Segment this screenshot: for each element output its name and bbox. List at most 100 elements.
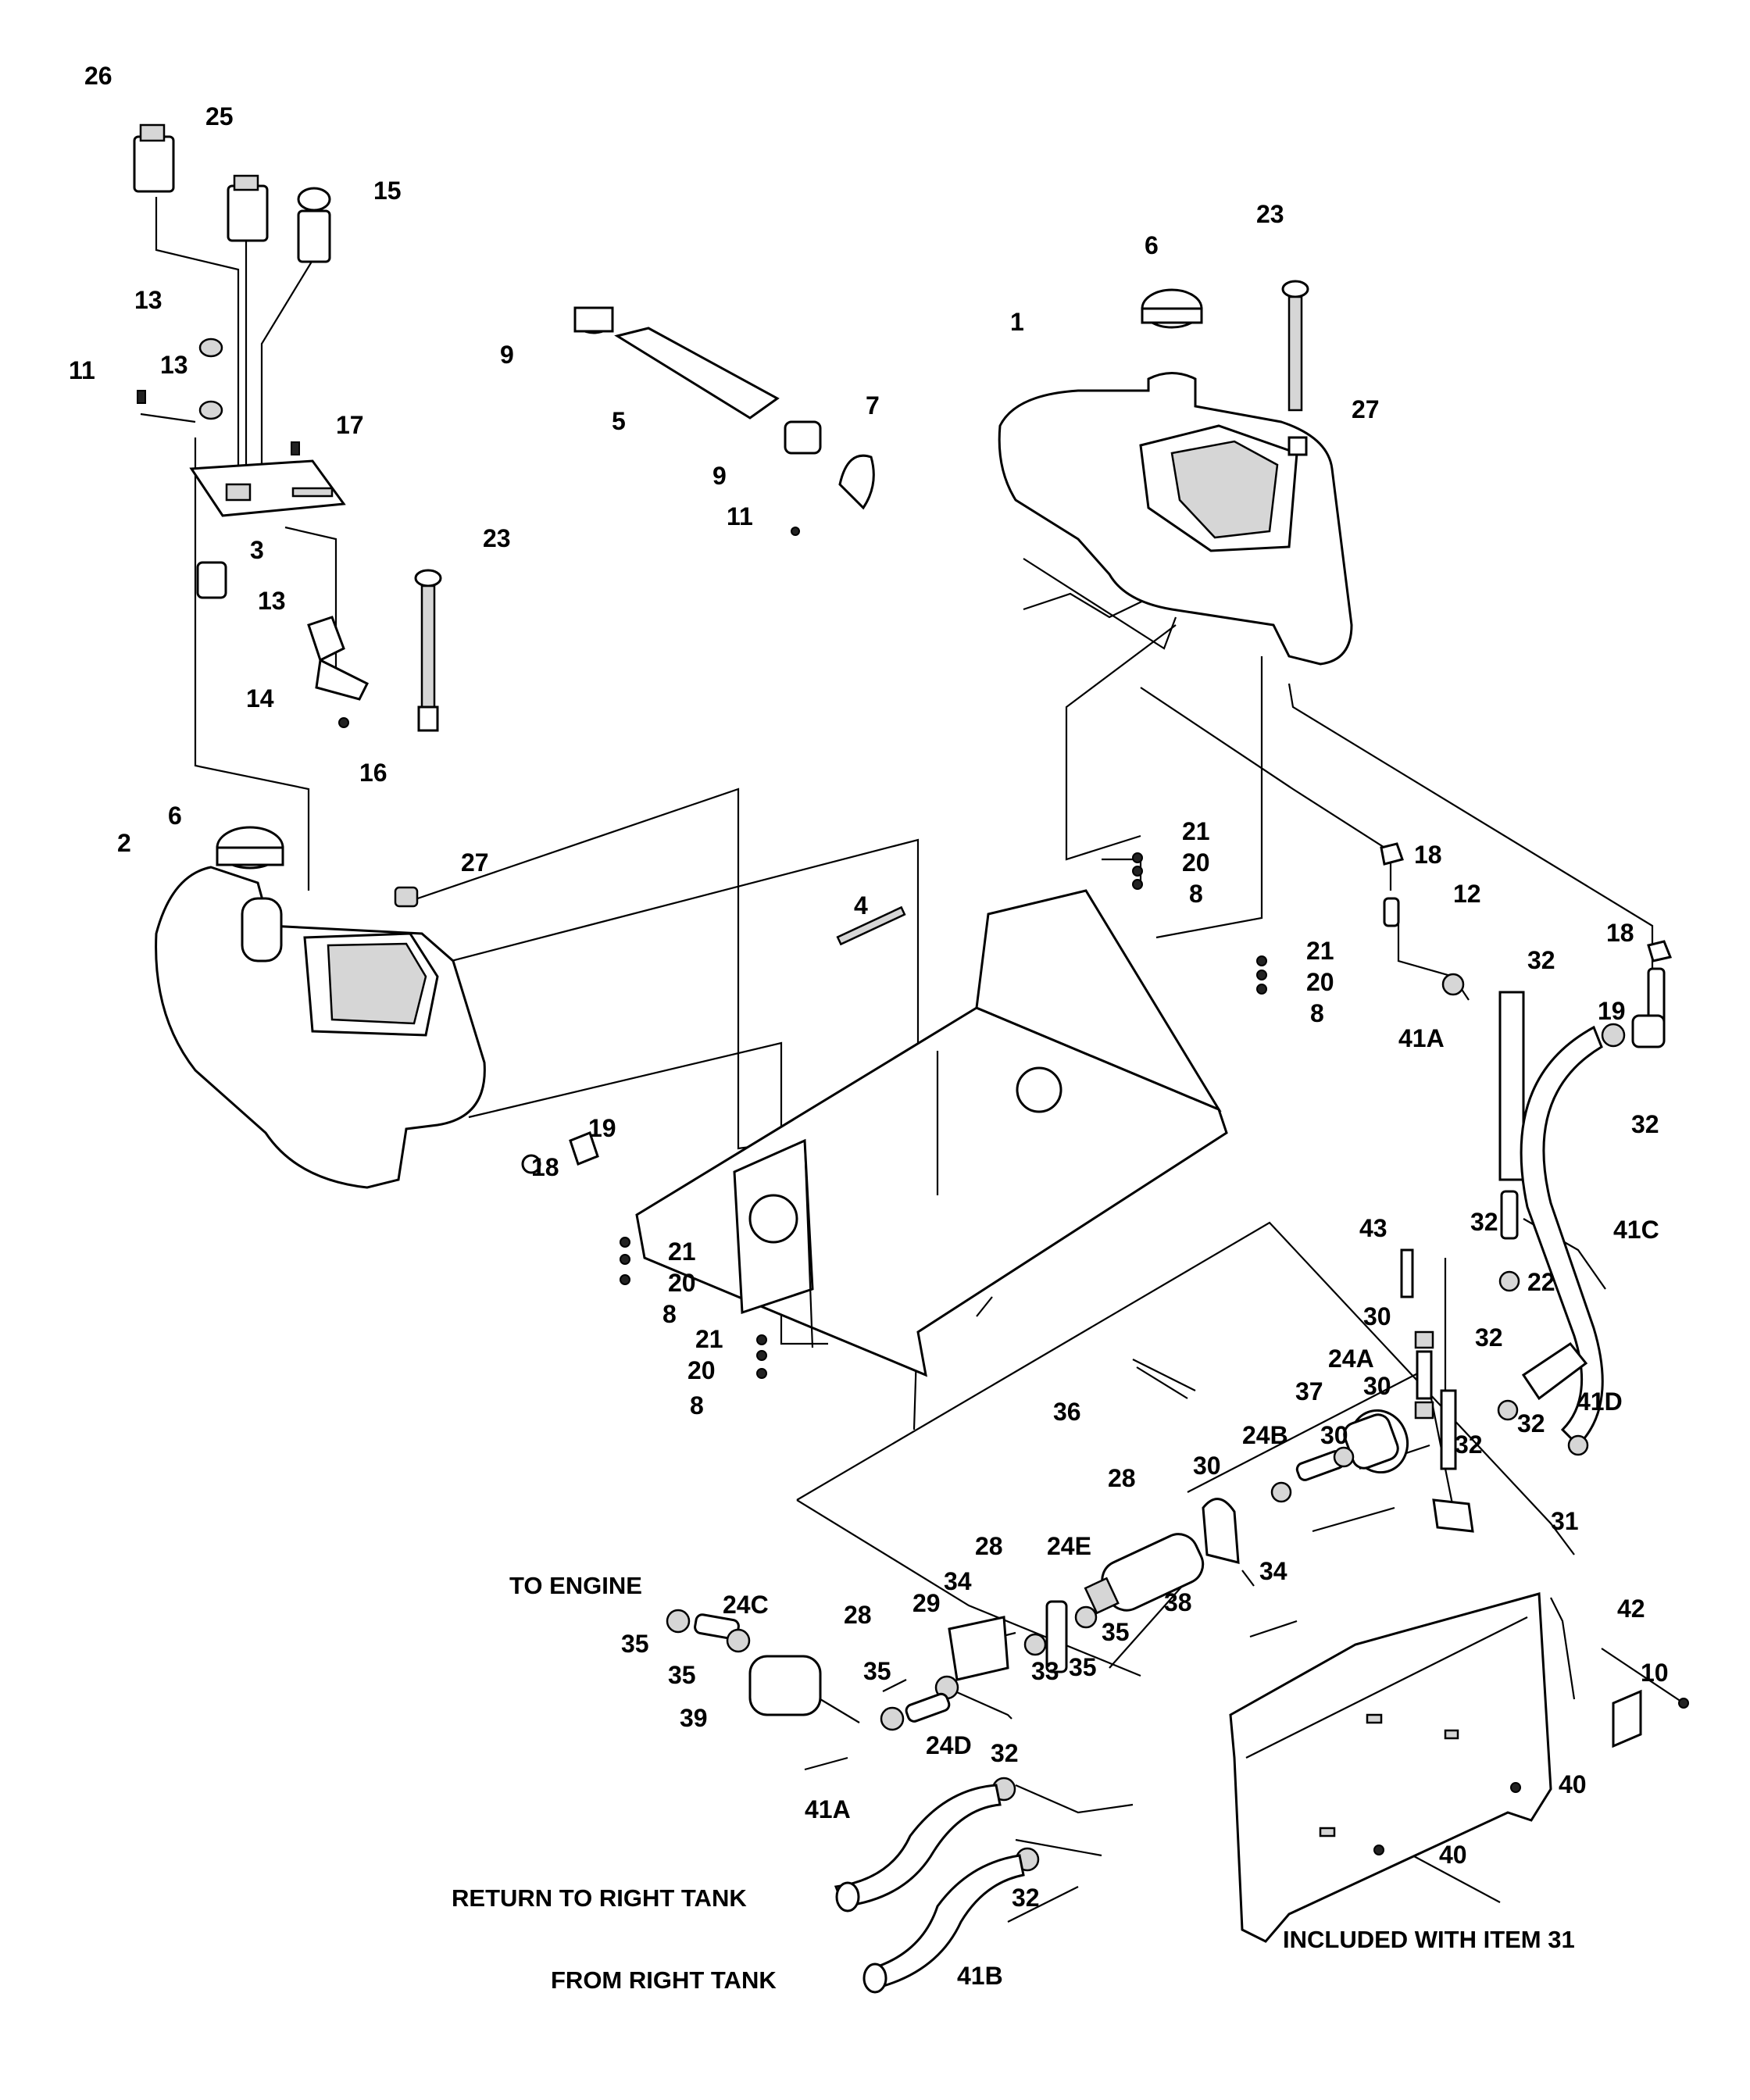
callout-32: 32 — [1455, 1430, 1483, 1459]
callout-24A: 24A — [1328, 1345, 1374, 1373]
plate-3 — [189, 459, 346, 517]
callout-20: 20 — [1182, 848, 1210, 877]
callout-21: 21 — [695, 1325, 723, 1353]
assembly-lines — [140, 197, 1684, 1923]
callout-30: 30 — [1363, 1372, 1391, 1400]
callout-7: 7 — [866, 391, 880, 420]
callout-41A: 41A — [1398, 1024, 1445, 1052]
callout-1: 1 — [1010, 308, 1024, 336]
callout-24C: 24C — [723, 1591, 769, 1619]
hose-41C — [1520, 1025, 1604, 1448]
note-included-with-item-31: INCLUDED WITH ITEM 31 — [1283, 1926, 1575, 1953]
callout-32: 32 — [1527, 946, 1555, 974]
callout-24D: 24D — [926, 1731, 972, 1759]
hose-24B — [1270, 1446, 1355, 1503]
panel-42 — [1229, 1592, 1552, 1943]
callout-41A: 41A — [805, 1795, 851, 1823]
switch-15 — [297, 187, 331, 263]
hose-41A-lower — [834, 1784, 1002, 1912]
callout-6: 6 — [1145, 231, 1159, 259]
screw-11-left — [137, 390, 146, 404]
note-return-to-right-tank: RETURN TO RIGHT TANK — [452, 1884, 747, 1912]
callout-23: 23 — [483, 524, 511, 552]
callout-19: 19 — [588, 1114, 616, 1142]
callout-32: 32 — [1475, 1323, 1503, 1352]
bracket-34-upper — [1202, 1498, 1240, 1564]
callout-32: 32 — [1517, 1409, 1545, 1438]
notes: TO ENGINE RETURN TO RIGHT TANK FROM RIGH… — [452, 1572, 1575, 1994]
callout-37: 37 — [1295, 1377, 1323, 1405]
callout-40: 40 — [1439, 1841, 1467, 1869]
callout-35: 35 — [863, 1657, 891, 1685]
frame-4 — [635, 889, 1228, 1377]
callout-41D: 41D — [1577, 1388, 1623, 1416]
callout-39: 39 — [680, 1704, 708, 1732]
callout-26: 26 — [84, 62, 112, 90]
callout-12: 12 — [1453, 880, 1481, 908]
bracket-34-lower — [1045, 1600, 1068, 1673]
nut-13 — [196, 338, 227, 599]
callout-17: 17 — [336, 411, 364, 439]
callout-18: 18 — [1414, 841, 1442, 869]
callout-36: 36 — [1053, 1398, 1081, 1426]
callout-3: 3 — [250, 536, 264, 564]
tank-1-right — [998, 372, 1353, 666]
callout-21: 21 — [1306, 937, 1334, 965]
callout-35: 35 — [1102, 1618, 1130, 1646]
callout-31: 31 — [1551, 1507, 1579, 1535]
sleeve-9-bottom — [784, 420, 822, 455]
callout-8: 8 — [690, 1391, 704, 1420]
callout-15: 15 — [373, 177, 402, 205]
wire-36 — [1132, 1359, 1196, 1399]
sleeve-9-top — [573, 306, 614, 334]
callout-19: 19 — [1598, 997, 1626, 1025]
valve-19-left — [521, 1131, 599, 1174]
switch-14 — [307, 616, 370, 728]
fitting-18-12 — [1380, 842, 1673, 962]
tank-2-left — [155, 866, 486, 1189]
callout-35: 35 — [668, 1661, 696, 1689]
bracket-10 — [1612, 1689, 1689, 1748]
hose-41A-right — [1441, 973, 1525, 1181]
callout-41C: 41C — [1613, 1216, 1659, 1244]
callout-30: 30 — [1320, 1421, 1348, 1449]
callout-11: 11 — [69, 356, 95, 384]
bushing-27-left — [394, 886, 419, 908]
callout-21: 21 — [668, 1238, 696, 1266]
callout-34: 34 — [944, 1567, 972, 1595]
tee-31 — [1432, 1498, 1474, 1533]
cap-6-left — [216, 826, 284, 870]
note-from-right-tank: FROM RIGHT TANK — [551, 1966, 777, 1994]
filter-39 — [748, 1655, 822, 1716]
callout-9: 9 — [712, 462, 727, 490]
callout-20: 20 — [1306, 968, 1334, 996]
hose-fittings-30-43 — [1400, 1248, 1457, 1470]
callout-16: 16 — [359, 759, 388, 787]
callout-30: 30 — [1193, 1452, 1221, 1480]
callout-24B: 24B — [1242, 1421, 1288, 1449]
switch-25 — [227, 174, 269, 242]
fitting-22 — [1498, 1190, 1520, 1292]
callout-27: 27 — [1352, 395, 1380, 423]
callout-40: 40 — [1559, 1770, 1587, 1798]
callout-8: 8 — [662, 1300, 677, 1328]
callout-28: 28 — [844, 1601, 872, 1629]
hose-41B — [862, 1854, 1025, 1994]
callout-9: 9 — [500, 341, 514, 369]
callout-22: 22 — [1527, 1268, 1555, 1296]
callout-27: 27 — [461, 848, 489, 877]
callout-5: 5 — [612, 407, 626, 435]
callout-4: 4 — [854, 891, 868, 920]
callout-24E: 24E — [1047, 1532, 1091, 1560]
callout-32: 32 — [1012, 1884, 1040, 1912]
callout-35: 35 — [1069, 1653, 1097, 1681]
callout-11: 11 — [727, 502, 753, 530]
hose-24C — [666, 1609, 751, 1653]
callout-28: 28 — [975, 1532, 1003, 1560]
callout-13: 13 — [134, 286, 162, 314]
callout-43: 43 — [1359, 1214, 1388, 1242]
screws-40 — [1373, 1782, 1521, 1855]
callout-23: 23 — [1256, 200, 1284, 228]
callout-42: 42 — [1617, 1595, 1645, 1623]
